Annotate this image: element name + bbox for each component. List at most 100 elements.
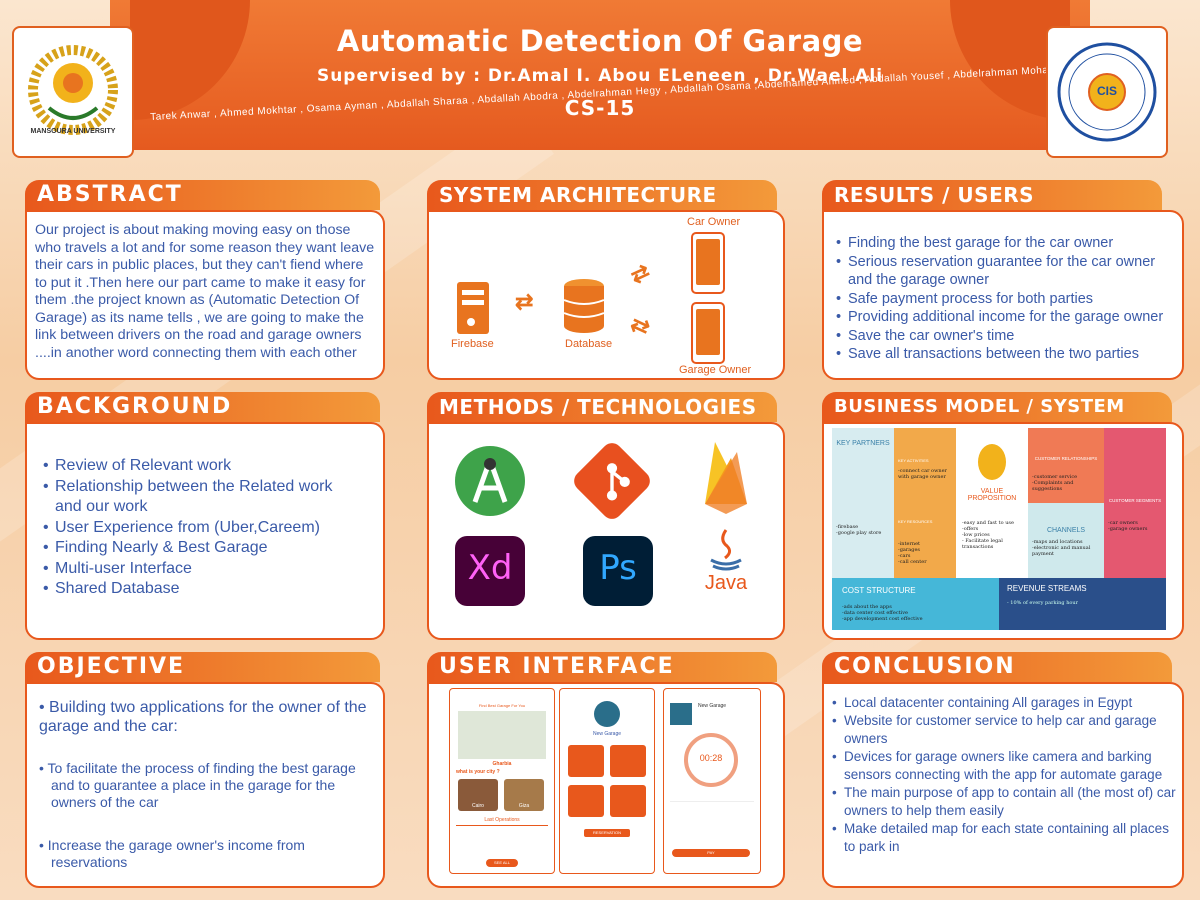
conclusion-body: Local datacenter containing All garages … — [822, 682, 1184, 888]
objective-title: OBJECTIVE — [25, 652, 380, 682]
cell-title: CUSTOMER SEGMENTS — [1108, 498, 1162, 503]
last-operations-label: Last Operations — [484, 817, 520, 823]
business-canvas: KEY PARTNERS -firebase -google play stor… — [832, 428, 1166, 630]
garage-owner-label: Garage Owner — [679, 364, 752, 376]
city-label: Gharbia — [492, 761, 512, 767]
objective-text: To facilitate the process of finding the… — [47, 760, 356, 810]
android-studio-icon — [455, 446, 525, 516]
objective-text: Building two applications for the owner … — [39, 699, 367, 735]
medal-icon — [978, 444, 1006, 480]
customer-relationships-cell: CUSTOMER RELATIONSHIPS -customer service… — [1028, 428, 1104, 503]
car-owner-phone-icon — [691, 232, 725, 294]
firebase-label: Firebase — [451, 338, 494, 350]
cell-title: KEY PARTNERS — [836, 440, 890, 447]
architecture-body: Car Owner Garage Owner Firebase ⇄ Databa… — [427, 210, 785, 380]
customer-segments-cell: CUSTOMER SEGMENTS -car owners -garage ow… — [1104, 428, 1166, 578]
conclusion-title: CONCLUSION — [822, 652, 1172, 682]
adobe-xd-icon: Xd — [455, 536, 525, 606]
objective-content: • Building two applications for the owne… — [39, 698, 377, 871]
ps-label: Ps — [599, 548, 637, 588]
background-list: Review of Relevant work Relationship bet… — [43, 456, 353, 600]
sync-arrows-icon: ⇄ — [515, 289, 534, 314]
methods-panel: METHODS / TECHNOLOGIES Xd Ps Java — [427, 392, 785, 640]
garage-name: New Garage — [592, 731, 622, 737]
database-icon — [563, 279, 605, 333]
timer-value: 00:28 — [699, 753, 723, 763]
cell-text: -maps and locations -electronic and manu… — [1032, 539, 1091, 557]
list-item: Local datacenter containing All garages … — [832, 694, 1178, 712]
garage-thumbnail — [670, 703, 692, 725]
business-panel: BUSINESS MODEL / SYSTEM COST KEY PARTNER… — [822, 392, 1184, 640]
list-item: Safe payment process for both parties — [836, 290, 1172, 309]
cell-text: -easy and fast to use -offers -low price… — [962, 520, 1014, 550]
business-body: KEY PARTNERS -firebase -google play stor… — [822, 422, 1184, 640]
supervisors: Supervised by : Dr.Amal I. Abou ELeneen … — [316, 66, 884, 86]
conclusion-panel: CONCLUSION Local datacenter containing A… — [822, 652, 1184, 888]
list-item: Review of Relevant work — [43, 456, 353, 477]
conclusion-list: Local datacenter containing All garages … — [832, 694, 1178, 856]
info-tile — [568, 785, 604, 817]
reservation-button[interactable]: RESERVATION — [584, 829, 630, 837]
git-icon — [569, 438, 655, 524]
list-item: Make detailed map for each state contain… — [832, 820, 1178, 856]
results-panel: RESULTS / USERS BENEFITS Finding the bes… — [822, 180, 1184, 380]
list-item: The main purpose of app to contain all (… — [832, 784, 1178, 820]
operations-table — [456, 825, 548, 856]
abstract-panel: ABSTRACT Our project is about making mov… — [25, 180, 385, 380]
cell-title: COST STRUCTURE — [842, 586, 916, 595]
cell-title: CUSTOMER RELATIONSHIPS — [1034, 456, 1098, 461]
ui-title: USER INTERFACE — [427, 652, 777, 682]
business-title: BUSINESS MODEL / SYSTEM COST — [822, 392, 1172, 447]
pay-button[interactable]: PAY — [672, 849, 750, 857]
results-body: Finding the best garage for the car owne… — [822, 210, 1184, 380]
project-code: CS-15 — [564, 96, 636, 120]
garage-owner-phone-icon — [691, 302, 725, 364]
city-card-label: Giza — [518, 803, 530, 809]
info-tile — [568, 745, 604, 777]
architecture-panel: SYSTEM ARCHITECTURE Car Owner Garage Own… — [427, 180, 785, 380]
screen-title: Find Best Garage For You — [478, 703, 526, 708]
cost-structure-cell: COST STRUCTURE -ads about the apps -data… — [832, 578, 999, 630]
server-icon — [457, 282, 489, 334]
list-item: Save all transactions between the two pa… — [836, 345, 1172, 364]
key-activities-cell: KEY ACTIVITIES -connect car owner with g… — [894, 428, 956, 503]
list-item: Multi-user Interface — [43, 559, 353, 580]
university-name: MANSOURA UNIVERSITY — [30, 128, 116, 135]
architecture-title: SYSTEM ARCHITECTURE — [427, 180, 777, 210]
methods-title: METHODS / TECHNOLOGIES — [427, 392, 777, 422]
objective-panel: OBJECTIVE • Building two applications fo… — [25, 652, 385, 888]
objective-item: • Increase the garage owner's income fro… — [39, 837, 305, 870]
list-item: Finding Nearly & Best Garage — [43, 538, 353, 559]
city-card[interactable]: Giza — [504, 779, 544, 811]
channels-cell: CHANNELS -maps and locations -electronic… — [1028, 503, 1104, 578]
map-thumbnail — [458, 711, 546, 759]
cell-text: -internet -garages -cars -call center — [898, 541, 927, 565]
cell-text: - 10% of every parking hour — [1007, 600, 1079, 606]
firebase-icon — [705, 442, 747, 514]
database-label: Database — [565, 338, 613, 350]
city-card-label: Cairo — [472, 803, 484, 809]
ui-body: Find Best Garage For You Gharbia what is… — [427, 682, 785, 888]
request-fields — [670, 801, 754, 842]
cell-text: -customer service -Complaints and sugges… — [1032, 474, 1078, 492]
list-item: Serious reservation guarantee for the ca… — [836, 253, 1172, 290]
cell-text: -connect car owner with garage owner — [898, 468, 947, 480]
list-item: Devices for garage owners like camera an… — [832, 748, 1178, 784]
city-question: what is your city ? — [456, 769, 500, 775]
cell-title: CHANNELS — [1046, 527, 1086, 534]
cell-title: KEY ACTIVITIES — [898, 458, 929, 463]
city-card[interactable]: Cairo — [458, 779, 498, 811]
list-item: Finding the best garage for the car owne… — [836, 234, 1172, 253]
garage-avatar — [594, 701, 620, 727]
results-title: RESULTS / USERS BENEFITS — [822, 180, 1162, 237]
cell-title: KEY RESOURCES — [898, 519, 933, 524]
faculty-logo: CIS — [1048, 28, 1166, 156]
objective-body: • Building two applications for the owne… — [25, 682, 385, 888]
background-body: Review of Relevant work Relationship bet… — [25, 422, 385, 640]
java-label: Java — [704, 572, 748, 594]
cell-title: REVENUE STREAMS — [1007, 584, 1087, 593]
key-partners-cell: KEY PARTNERS -firebase -google play stor… — [832, 428, 894, 578]
see-all-button[interactable]: SEE ALL — [486, 859, 518, 867]
xd-label: Xd — [467, 548, 513, 588]
cell-text: -firebase -google play store — [836, 524, 882, 536]
